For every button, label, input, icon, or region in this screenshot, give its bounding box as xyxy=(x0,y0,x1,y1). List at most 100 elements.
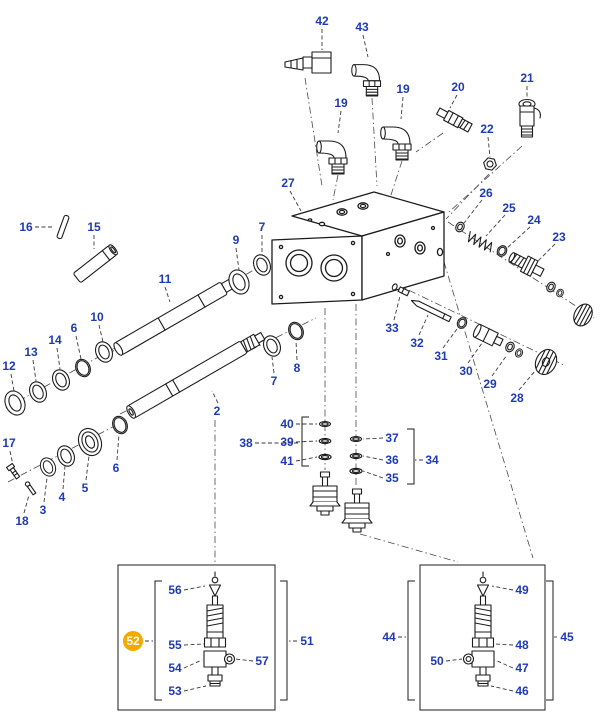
part-label-39[interactable]: 39 xyxy=(280,435,294,449)
part-label-text: 13 xyxy=(24,345,38,359)
part-label-38[interactable]: 38 xyxy=(239,436,253,450)
part-label-29[interactable]: 29 xyxy=(483,377,497,391)
washer-29a xyxy=(503,340,517,354)
part-label-6[interactable]: 6 xyxy=(113,461,120,475)
part-label-text: 50 xyxy=(430,654,444,668)
part-label-28[interactable]: 28 xyxy=(510,391,524,405)
part-label-6[interactable]: 6 xyxy=(71,321,78,335)
part-label-text: 25 xyxy=(502,201,516,215)
part-label-3[interactable]: 3 xyxy=(40,503,47,517)
part-label-26[interactable]: 26 xyxy=(479,186,493,200)
part-label-7[interactable]: 7 xyxy=(271,374,278,388)
part-label-text: 19 xyxy=(396,82,410,96)
part-label-text: 6 xyxy=(113,461,120,475)
part-label-24[interactable]: 24 xyxy=(527,213,541,227)
part-label-14[interactable]: 14 xyxy=(48,333,62,347)
part-label-36[interactable]: 36 xyxy=(385,453,399,467)
detail-box-left xyxy=(117,564,276,711)
part-label-46[interactable]: 46 xyxy=(515,684,529,698)
part-label-43[interactable]: 43 xyxy=(355,20,369,34)
part-label-17[interactable]: 17 xyxy=(2,436,16,450)
part-label-53[interactable]: 53 xyxy=(168,684,182,698)
part-label-12[interactable]: 12 xyxy=(2,359,16,373)
part-label-2[interactable]: 2 xyxy=(214,404,221,418)
bracket-52 xyxy=(154,580,162,701)
oring-35 xyxy=(349,467,363,475)
part-label-22[interactable]: 22 xyxy=(480,122,494,136)
part-label-11[interactable]: 11 xyxy=(159,272,172,286)
part-label-54[interactable]: 54 xyxy=(168,661,182,675)
relief-valve-parts-lower xyxy=(391,283,558,376)
part-label-52[interactable]: 52 xyxy=(123,631,143,651)
part-label-37[interactable]: 37 xyxy=(385,431,399,445)
part-label-10[interactable]: 10 xyxy=(90,310,104,324)
cartridge-assembly-left xyxy=(203,571,236,687)
part-label-19[interactable]: 19 xyxy=(396,82,410,96)
bracket-51 xyxy=(280,580,288,701)
part-label-35[interactable]: 35 xyxy=(385,471,399,485)
part-label-text: 19 xyxy=(334,96,348,110)
ring-10 xyxy=(91,338,117,366)
part-label-32[interactable]: 32 xyxy=(410,336,424,350)
part-label-30[interactable]: 30 xyxy=(459,364,473,378)
part-label-7[interactable]: 7 xyxy=(259,220,266,234)
part-label-text: 41 xyxy=(280,454,294,468)
part-label-57[interactable]: 57 xyxy=(255,654,269,668)
part-label-44[interactable]: 44 xyxy=(382,630,396,644)
part-label-56[interactable]: 56 xyxy=(168,583,182,597)
elbow-fitting-19-right xyxy=(380,126,412,161)
connector-20 xyxy=(436,107,473,133)
bracket-44 xyxy=(407,580,415,701)
part-label-5[interactable]: 5 xyxy=(82,481,89,495)
part-label-text: 45 xyxy=(560,630,574,644)
part-label-55[interactable]: 55 xyxy=(168,638,182,652)
hose-fitting-42 xyxy=(284,51,332,74)
washer-29b xyxy=(513,347,525,359)
part-label-text: 10 xyxy=(90,310,104,324)
part-label-16[interactable]: 16 xyxy=(19,220,33,234)
part-label-18[interactable]: 18 xyxy=(15,514,29,528)
part-label-text: 42 xyxy=(315,14,329,28)
oring-6-upper xyxy=(72,356,94,380)
part-label-19[interactable]: 19 xyxy=(334,96,348,110)
part-label-text: 16 xyxy=(19,220,33,234)
part-label-47[interactable]: 47 xyxy=(515,661,529,675)
part-label-45[interactable]: 45 xyxy=(560,630,574,644)
part-label-25[interactable]: 25 xyxy=(502,201,516,215)
part-label-text: 7 xyxy=(271,374,278,388)
part-label-31[interactable]: 31 xyxy=(434,349,448,363)
part-label-text: 23 xyxy=(552,230,566,244)
pin-18 xyxy=(24,481,37,496)
screw-33 xyxy=(391,283,410,297)
knurled-cap-upper xyxy=(573,303,593,327)
part-label-15[interactable]: 15 xyxy=(87,220,101,234)
fitting-23 xyxy=(508,252,545,277)
part-label-42[interactable]: 42 xyxy=(315,14,329,28)
part-label-40[interactable]: 40 xyxy=(280,417,294,431)
part-label-51[interactable]: 51 xyxy=(300,634,314,648)
part-label-text: 20 xyxy=(451,80,465,94)
part-label-33[interactable]: 33 xyxy=(385,321,399,335)
part-label-8[interactable]: 8 xyxy=(294,361,301,375)
part-label-48[interactable]: 48 xyxy=(515,638,529,652)
part-label-13[interactable]: 13 xyxy=(24,345,38,359)
part-label-text: 5 xyxy=(82,481,89,495)
part-label-4[interactable]: 4 xyxy=(59,490,66,504)
elbow-fitting-43 xyxy=(351,64,382,97)
part-label-text: 24 xyxy=(527,213,541,227)
part-label-text: 32 xyxy=(410,336,424,350)
part-label-34[interactable]: 34 xyxy=(425,453,439,467)
part-label-20[interactable]: 20 xyxy=(451,80,465,94)
part-label-27[interactable]: 27 xyxy=(281,176,295,190)
oring-41 xyxy=(318,453,332,461)
part-label-text: 27 xyxy=(281,176,295,190)
part-label-9[interactable]: 9 xyxy=(233,233,240,247)
part-label-49[interactable]: 49 xyxy=(515,583,529,597)
ring-13 xyxy=(25,378,51,406)
part-label-50[interactable]: 50 xyxy=(430,654,444,668)
part-label-41[interactable]: 41 xyxy=(280,454,294,468)
part-label-21[interactable]: 21 xyxy=(520,71,534,85)
part-label-23[interactable]: 23 xyxy=(552,230,566,244)
ring-9 xyxy=(224,266,254,298)
elbow-fitting-19-left xyxy=(316,140,348,175)
